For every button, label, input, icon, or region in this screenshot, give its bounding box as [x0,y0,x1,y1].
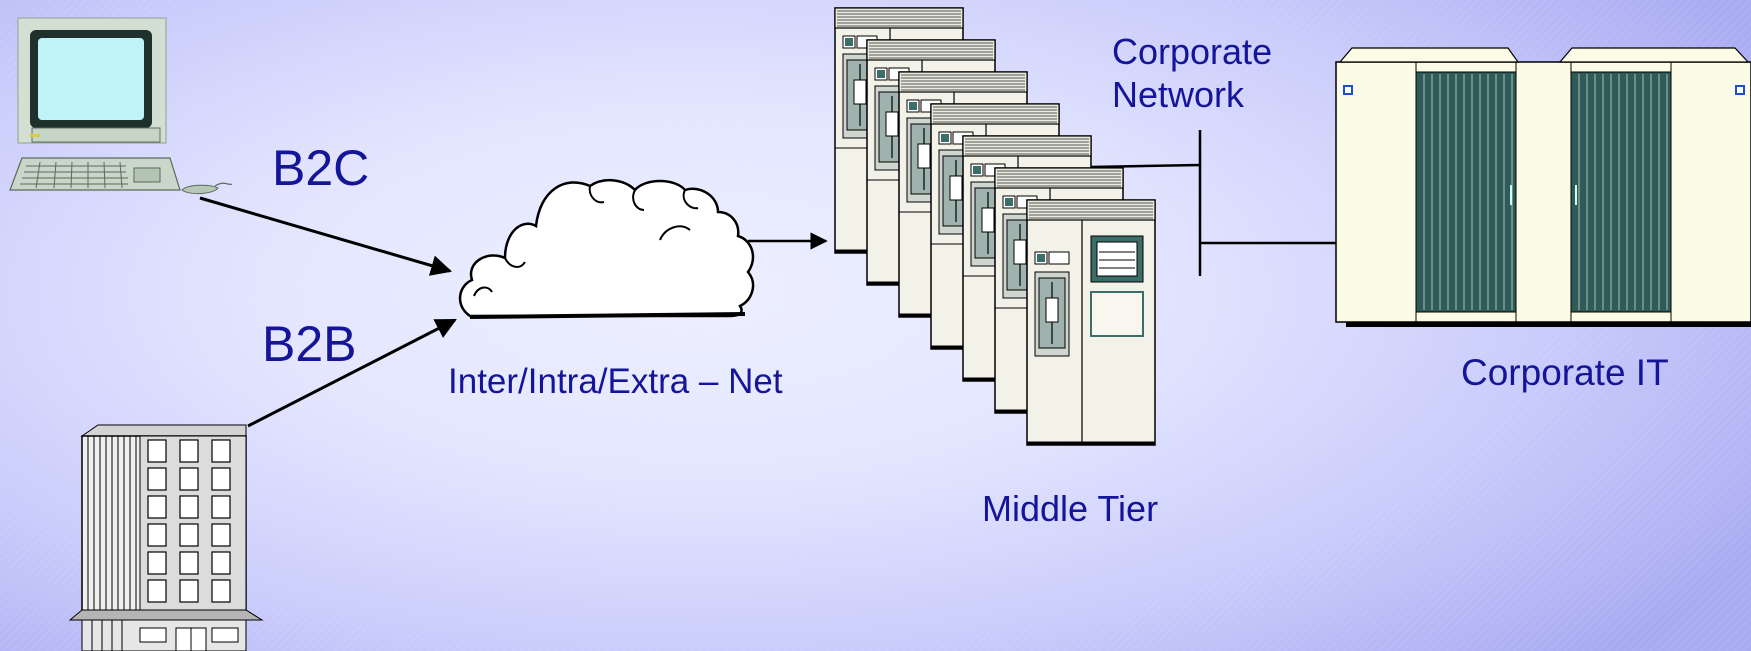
corporate-network-label-line2: Network [1112,74,1245,116]
corporate-network-bus [1090,130,1340,276]
cloud-icon [458,178,755,319]
corporate-network-label-line1: Corporate [1112,31,1273,72]
server-rack-icon [833,6,1156,446]
corporate-network-label: Corporate Network [1112,30,1272,116]
b2b-label: B2B [262,316,357,372]
b2c-arrow [199,196,453,276]
network-label: Inter/Intra/Extra – Net [448,362,783,401]
middle-tier-label: Middle Tier [982,488,1159,529]
office-building-icon [68,424,264,651]
b2b-arrow [247,318,457,428]
desktop-computer-icon [9,17,233,195]
mainframe-icon [1335,47,1751,327]
b2c-label: B2C [272,140,370,196]
corporate-it-label: Corporate IT [1461,352,1669,393]
